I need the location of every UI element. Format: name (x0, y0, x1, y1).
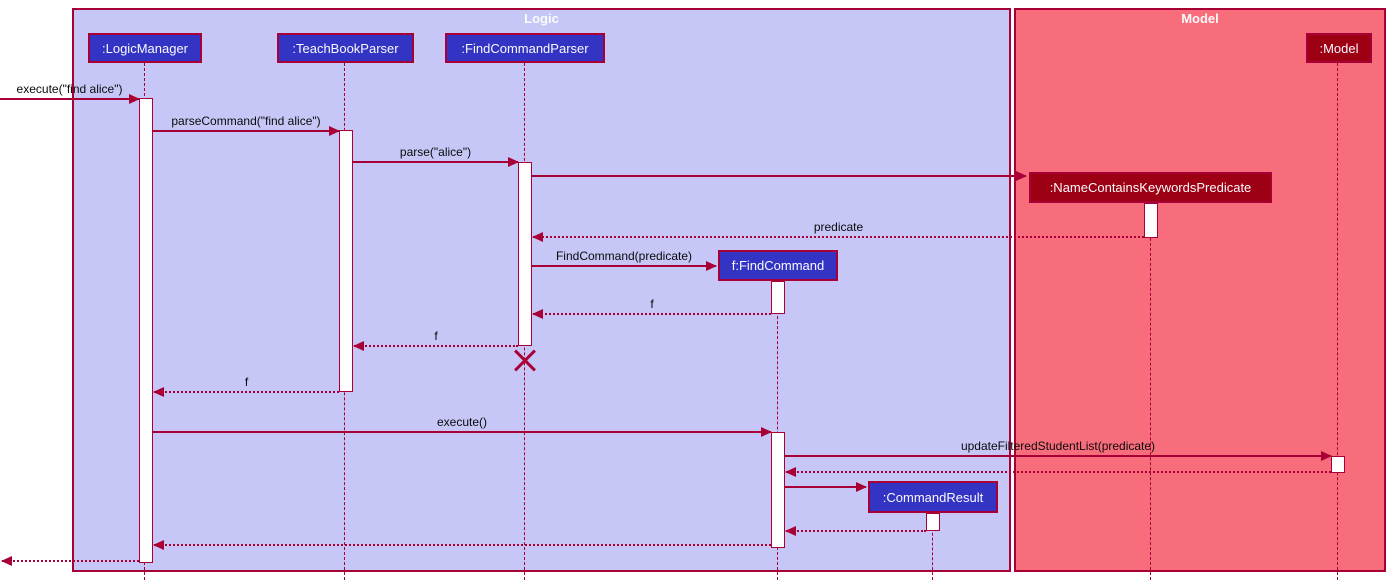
message-line (354, 345, 518, 347)
arrowhead-icon (1, 556, 12, 566)
message-label: updateFilteredStudentList(predicate) (960, 439, 1156, 453)
arrowhead-icon (785, 467, 796, 477)
arrowhead-icon (532, 309, 543, 319)
participant-model: :Model (1306, 33, 1372, 63)
message-line (533, 313, 771, 315)
message-label: FindCommand(predicate) (555, 249, 693, 263)
activation-model (1331, 456, 1345, 473)
participant-command-result: :CommandResult (868, 481, 998, 513)
arrowhead-icon (153, 387, 164, 397)
arrowhead-icon (856, 482, 867, 492)
frame-model: Model (1014, 8, 1386, 572)
frame-title-logic: Logic (524, 11, 559, 26)
arrowhead-icon (329, 126, 340, 136)
message-line (786, 530, 926, 532)
participant-teachbook-parser: :TeachBookParser (277, 33, 414, 63)
message-line (533, 236, 1144, 238)
frame-logic: Logic (72, 8, 1011, 572)
frame-title-model: Model (1181, 11, 1219, 26)
message-line (353, 161, 518, 163)
arrowhead-icon (1016, 171, 1027, 181)
activation-find-command-parser (518, 162, 532, 346)
activation-find-command-1 (771, 281, 785, 314)
participant-find-command: f:FindCommand (718, 250, 838, 281)
message-line (154, 544, 771, 546)
message-label: execute("find alice") (16, 82, 123, 96)
arrowhead-icon (508, 157, 519, 167)
message-line (785, 455, 1331, 457)
message-label: parse("alice") (399, 145, 472, 159)
activation-name-contains-keywords-predicate (1144, 203, 1158, 238)
message-line (0, 98, 139, 100)
message-label: f (434, 329, 438, 343)
destroy-x-icon (512, 347, 538, 373)
message-line (532, 265, 716, 267)
activation-find-command-2 (771, 432, 785, 548)
message-line (153, 130, 339, 132)
participant-name-contains-keywords-predicate: :NameContainsKeywordsPredicate (1029, 172, 1272, 203)
participant-logic-manager: :LogicManager (88, 33, 202, 63)
arrowhead-icon (785, 526, 796, 536)
message-line (154, 391, 339, 393)
activation-command-result (926, 513, 940, 531)
activation-logic-manager (139, 98, 153, 563)
message-line (786, 471, 1331, 473)
arrowhead-icon (129, 94, 140, 104)
arrowhead-icon (761, 427, 772, 437)
arrowhead-icon (706, 261, 717, 271)
activation-teachbook-parser (339, 130, 353, 392)
lifeline-model (1337, 63, 1338, 580)
message-label: parseCommand("find alice") (171, 114, 321, 128)
message-line (2, 560, 139, 562)
lifeline-name-contains-keywords-predicate (1150, 203, 1151, 580)
participant-find-command-parser: :FindCommandParser (445, 33, 605, 63)
lifeline-find-command (777, 281, 778, 580)
arrowhead-icon (153, 540, 164, 550)
message-label: f (244, 375, 249, 389)
message-line (153, 431, 771, 433)
message-label: execute() (436, 415, 488, 429)
message-line (532, 175, 1026, 177)
arrowhead-icon (532, 232, 543, 242)
lifeline-command-result (932, 513, 933, 580)
message-label: f (650, 297, 654, 311)
arrowhead-icon (1321, 451, 1332, 461)
message-label: predicate (813, 220, 864, 234)
arrowhead-icon (353, 341, 364, 351)
message-line (785, 486, 866, 488)
